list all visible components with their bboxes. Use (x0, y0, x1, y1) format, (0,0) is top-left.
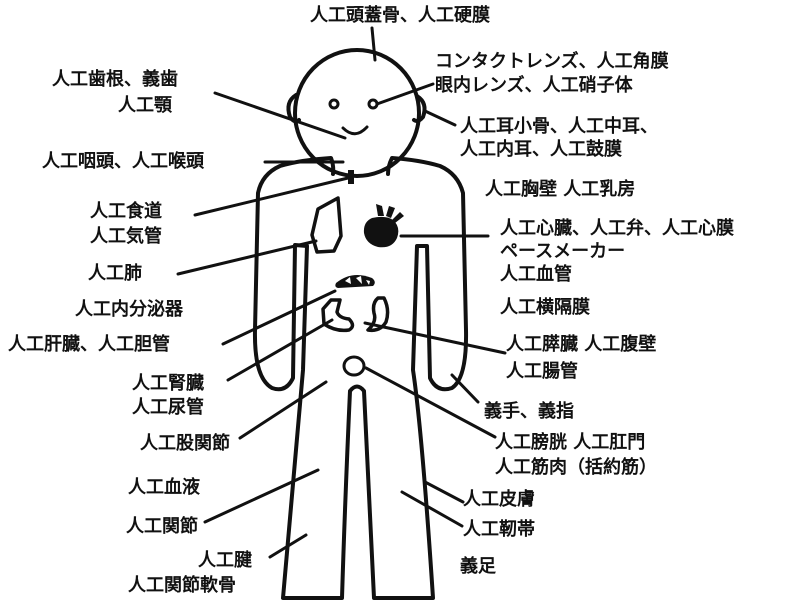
label-endocrine: 人工内分泌器 (75, 298, 183, 322)
label-kidney-1: 人工腎臓 (132, 372, 204, 396)
label-lung: 人工肺 (88, 262, 142, 286)
label-foot: 義足 (460, 555, 496, 579)
leader-pancreas (365, 323, 505, 353)
leader-joint (205, 470, 318, 522)
leader-hand (452, 375, 478, 402)
leader-tooth (215, 93, 345, 138)
label-hip: 人工股関節 (140, 432, 230, 456)
label-heart-1: 人工心臓、人工弁、人工心膜 (500, 217, 734, 241)
label-ear-1: 人工耳小骨、人工中耳、 (460, 115, 658, 139)
label-heart-2: ペースメーカー (500, 240, 625, 264)
leader-skull (372, 28, 375, 60)
leader-trachea (195, 178, 348, 215)
bladder-shape (344, 357, 364, 375)
label-trachea-1: 人工食道 (90, 200, 162, 224)
label-diaphragm: 人工横隔膜 (500, 296, 590, 320)
leader-kidney (228, 320, 332, 380)
label-tooth-1: 人工歯根、義歯 (52, 68, 178, 92)
leader-ear (425, 111, 455, 125)
label-heart-3: 人工血管 (500, 263, 572, 287)
leader-liver (223, 291, 335, 344)
label-hand: 義手、義指 (484, 400, 574, 424)
label-tendon: 人工腱 (198, 549, 252, 573)
label-bladder-1: 人工膀胱 人工肛門 (495, 431, 645, 455)
label-cartilage: 人工関節軟骨 (128, 574, 236, 598)
label-liver: 人工肝臓、人工胆管 (8, 333, 170, 357)
label-joint: 人工関節 (126, 515, 198, 539)
body-outline (255, 158, 466, 598)
label-trachea-2: 人工気管 (90, 225, 162, 249)
label-pancreas: 人工膵臓 人工腹壁 (506, 333, 656, 357)
intestine-shape (323, 300, 353, 330)
label-intestine: 人工腸管 (506, 360, 578, 384)
label-chest: 人工胸壁 人工乳房 (485, 178, 635, 202)
left-eye (330, 100, 338, 108)
label-tooth-2: 人工顎 (118, 94, 172, 118)
label-ear-2: 人工内耳、人工鼓膜 (460, 138, 622, 162)
label-blood: 人工血液 (128, 476, 200, 500)
label-kidney-2: 人工尿管 (132, 396, 204, 420)
label-throat: 人工咽頭、人工喉頭 (42, 150, 204, 174)
label-bladder-2: 人工筋肉（括約筋） (495, 456, 657, 480)
heart-shape (364, 217, 398, 247)
leader-skin (425, 482, 463, 502)
label-eye-2: 眼内レンズ、人工硝子体 (435, 74, 633, 98)
label-skin: 人工皮膚 (463, 488, 535, 512)
label-skull: 人工頭蓋骨、人工硬膜 (310, 4, 490, 28)
mouth (343, 127, 367, 134)
label-ligament: 人工靭帯 (463, 518, 535, 542)
label-eye-1: コンタクトレンズ、人工角膜 (435, 50, 669, 74)
lung-shape (312, 198, 341, 252)
